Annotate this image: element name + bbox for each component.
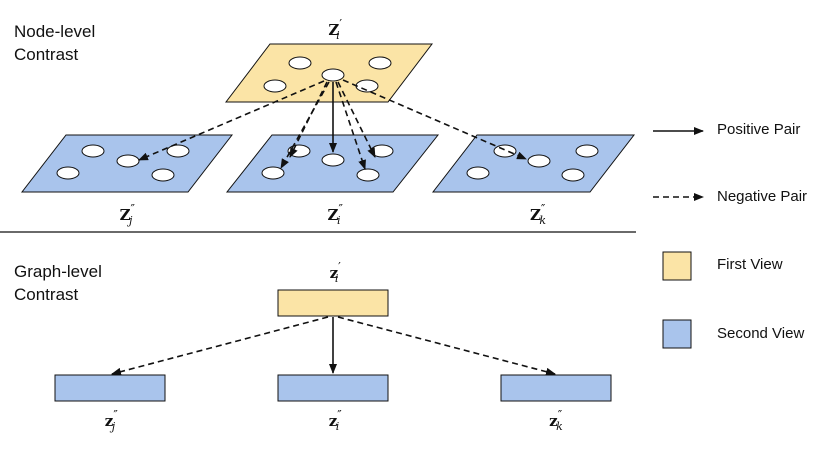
node-level-arrows	[138, 79, 527, 170]
graph-level-arrows	[111, 316, 556, 376]
node	[575, 144, 599, 158]
node-label-left: Z″j	[119, 202, 136, 227]
node-level-contrast-label: Node-level Contrast	[14, 22, 96, 64]
first-view-graph-embedding	[277, 289, 389, 317]
node	[56, 166, 80, 180]
negative-pair-arrow	[280, 81, 330, 169]
negative-pair-arrow	[335, 81, 366, 170]
node	[356, 168, 380, 182]
graph-label-middle: z″i	[328, 408, 342, 433]
legend-graphics	[653, 127, 704, 349]
node-label-middle: Z″i	[327, 202, 343, 227]
node	[561, 168, 585, 182]
node	[355, 79, 379, 93]
node	[116, 154, 140, 168]
positive-node	[321, 153, 345, 167]
negative-pair-arrow	[337, 81, 376, 158]
second-view-graph-embedding-i	[277, 374, 389, 402]
node-label-right: Z″k	[529, 202, 547, 227]
legend-first-view-label: First View	[717, 256, 783, 273]
node	[466, 166, 490, 180]
node	[263, 79, 287, 93]
negative-pair-arrow	[337, 316, 556, 376]
graph-label-left: z″j	[104, 408, 118, 433]
legend-negative-pair-label: Negative Pair	[717, 188, 808, 205]
legend-positive-pair-label: Positive Pair	[717, 121, 801, 138]
graph-label-anchor: z′i	[329, 260, 341, 285]
negative-pair-arrow	[111, 316, 329, 376]
graph-level-contrast-label: Graph-level Contrast	[14, 262, 102, 304]
legend-second-view-swatch	[662, 319, 692, 349]
node	[81, 144, 105, 158]
node	[368, 56, 392, 70]
negative-pair-arrow	[138, 80, 325, 161]
node	[151, 168, 175, 182]
graph-label-right: z″k	[549, 408, 563, 433]
second-view-nodes	[56, 144, 599, 182]
node	[288, 56, 312, 70]
node	[493, 144, 517, 158]
second-view-graph-embedding-j	[54, 374, 166, 402]
legend-second-view-label: Second View	[717, 325, 805, 342]
node	[166, 144, 190, 158]
anchor-node	[321, 68, 345, 82]
negative-pair-arrow	[342, 79, 527, 160]
node	[527, 154, 551, 168]
legend-first-view-swatch	[662, 251, 692, 281]
first-view-nodes	[263, 56, 392, 93]
node	[261, 166, 285, 180]
second-view-graph-embedding-k	[500, 374, 612, 402]
node-label-anchor: Z′i	[328, 17, 343, 42]
